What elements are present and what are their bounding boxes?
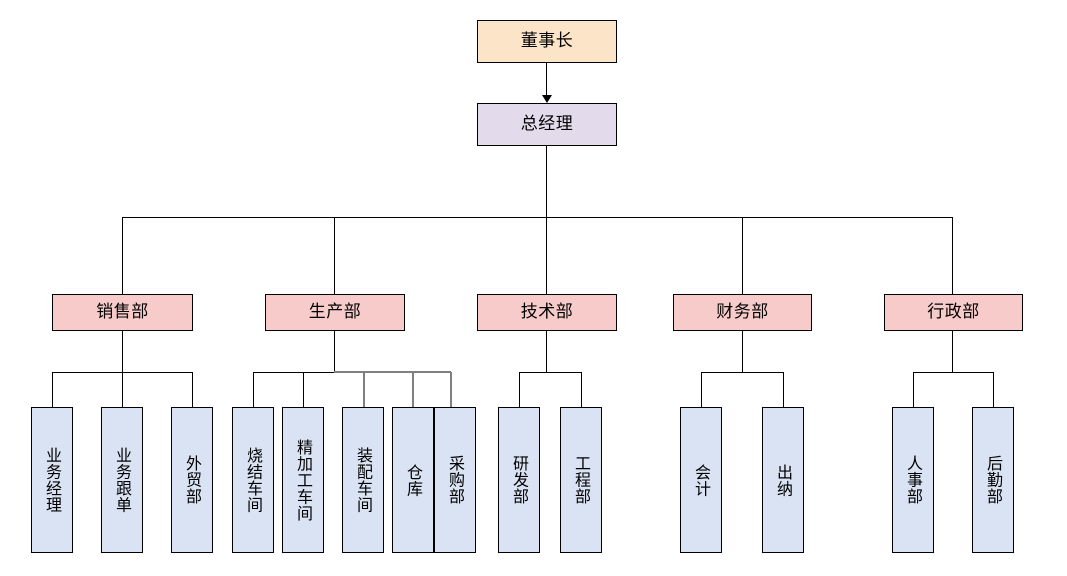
node-rnd[interactable]: 研发部	[498, 407, 540, 553]
edge-sales-to-sales-manager	[52, 372, 53, 408]
node-purchasing-label: 采购部	[446, 455, 465, 505]
edge-sales-to-foreign-trade	[192, 372, 193, 408]
node-finance-label: 财务部	[716, 302, 769, 323]
edge-bus-to-sales	[122, 217, 123, 294]
node-sales-followup-label: 业务跟单	[113, 447, 132, 513]
edge-department-bus	[122, 217, 952, 218]
node-administration[interactable]: 行政部	[884, 294, 1023, 331]
node-purchasing[interactable]: 采购部	[434, 407, 476, 553]
edge-technology-to-engineering	[581, 372, 582, 408]
node-foreign-trade-label: 外贸部	[183, 455, 202, 505]
edge-administration-to-hr	[913, 372, 914, 408]
edge-administration-stem	[952, 330, 953, 372]
node-chairman[interactable]: 董事长	[477, 20, 617, 63]
node-cashier-label: 出纳	[774, 463, 793, 497]
edge-production-to-purchasing	[450, 372, 452, 408]
node-chairman-label: 董事长	[520, 31, 574, 52]
edge-bus-to-technology	[546, 217, 547, 294]
edge-production-stem	[334, 330, 335, 372]
node-technology[interactable]: 技术部	[477, 294, 617, 331]
edge-technology-to-rnd	[519, 372, 520, 408]
node-rnd-label: 研发部	[510, 455, 529, 505]
node-foreign-trade[interactable]: 外贸部	[171, 407, 213, 553]
edge-production-bus-left	[253, 372, 335, 373]
edge-production-to-assembly	[363, 372, 365, 408]
node-cashier[interactable]: 出纳	[762, 407, 804, 553]
node-engineering[interactable]: 工程部	[560, 407, 602, 553]
node-production-label: 生产部	[308, 302, 362, 323]
node-logistics-label: 后勤部	[984, 455, 1003, 505]
node-technology-label: 技术部	[520, 302, 574, 323]
node-production[interactable]: 生产部	[265, 294, 405, 331]
node-warehouse-label: 仓库	[404, 463, 423, 497]
node-assembly-workshop-label: 装配车间	[354, 447, 373, 513]
node-fine-machining-workshop-label: 精加工车间	[294, 438, 313, 522]
edge-finance-to-cashier	[783, 372, 784, 408]
node-sales-followup[interactable]: 业务跟单	[101, 407, 143, 553]
node-fine-machining-workshop[interactable]: 精加工车间	[282, 407, 324, 553]
edge-sales-stem	[122, 330, 123, 372]
edge-sales-to-sales-followup	[122, 372, 123, 408]
node-sales-manager[interactable]: 业务经理	[31, 407, 73, 553]
edge-bus-to-finance	[742, 217, 743, 294]
edge-production-to-fine-machining	[303, 372, 304, 408]
edge-bus-to-production	[334, 217, 335, 294]
node-accounting[interactable]: 会计	[680, 407, 722, 553]
edge-finance-to-accounting	[701, 372, 702, 408]
node-administration-label: 行政部	[927, 302, 980, 323]
edge-chairman-to-gm	[546, 62, 547, 96]
edge-gm-stem	[546, 145, 547, 218]
node-engineering-label: 工程部	[572, 455, 591, 505]
edge-administration-bus	[913, 372, 993, 373]
node-general-manager[interactable]: 总经理	[477, 103, 617, 146]
node-accounting-label: 会计	[692, 463, 711, 497]
node-sales-label: 销售部	[96, 302, 149, 323]
edge-administration-to-logistics	[993, 372, 994, 408]
node-human-resources-label: 人事部	[904, 455, 923, 505]
edge-finance-bus	[701, 372, 783, 373]
edge-production-to-sintering	[253, 372, 254, 408]
node-sales-manager-label: 业务经理	[43, 447, 62, 513]
node-assembly-workshop[interactable]: 装配车间	[342, 407, 384, 553]
edge-technology-bus	[519, 372, 582, 373]
node-sales[interactable]: 销售部	[52, 294, 193, 331]
node-general-manager-label: 总经理	[520, 114, 574, 135]
node-logistics[interactable]: 后勤部	[972, 407, 1014, 553]
node-sintering-workshop-label: 烧结车间	[244, 447, 263, 513]
arrow-head-gm	[542, 95, 552, 103]
node-sintering-workshop[interactable]: 烧结车间	[232, 407, 274, 553]
node-warehouse[interactable]: 仓库	[392, 407, 434, 553]
node-finance[interactable]: 财务部	[673, 294, 812, 331]
edge-bus-to-administration	[952, 217, 953, 294]
edge-production-bus-right	[334, 371, 451, 373]
edge-technology-stem	[546, 330, 547, 372]
node-human-resources[interactable]: 人事部	[892, 407, 934, 553]
edge-finance-stem	[742, 330, 743, 372]
edge-production-to-warehouse	[412, 372, 414, 408]
